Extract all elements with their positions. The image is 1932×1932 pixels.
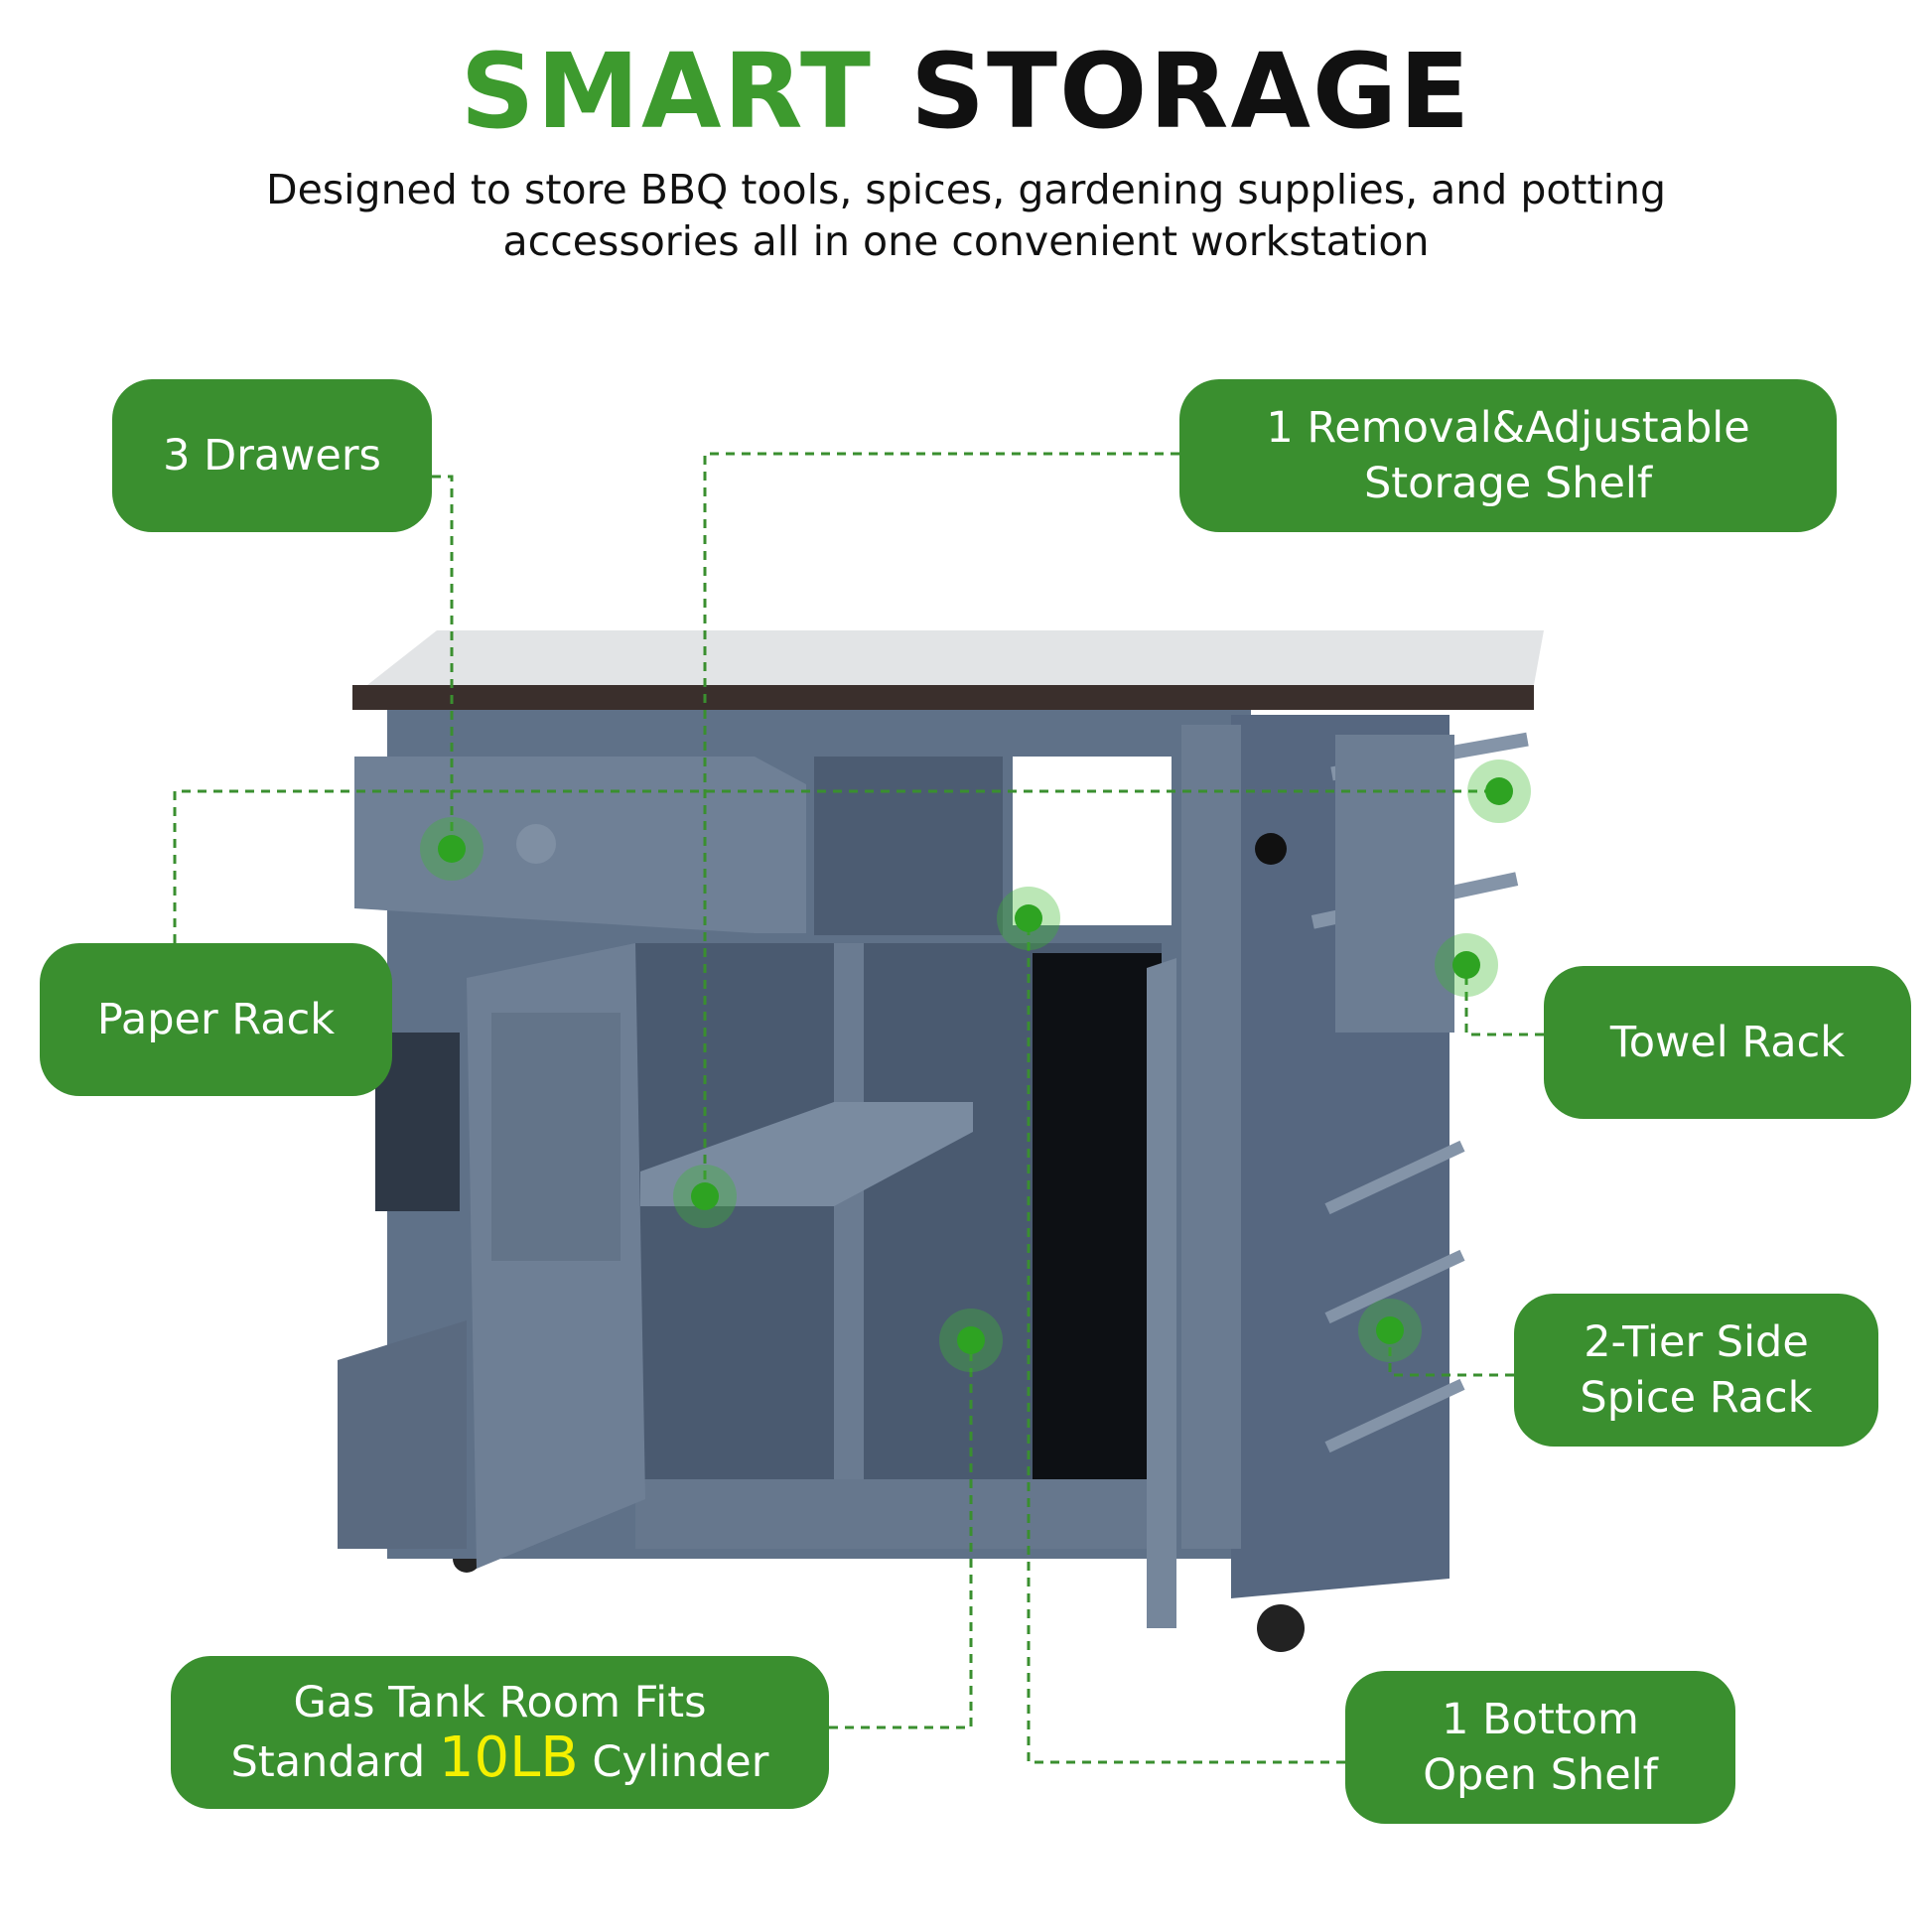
hotspot-spice-core — [1376, 1316, 1404, 1344]
callout-spice-rack-line1: 2-Tier Side — [1584, 1317, 1809, 1367]
towel-hanger-1 — [1335, 735, 1454, 874]
callout-gas-tank-post: Cylinder — [592, 1737, 769, 1787]
callout-spice-rack-line2: Spice Rack — [1580, 1373, 1813, 1423]
middle-shelf — [640, 1102, 973, 1206]
left-door-panel — [491, 1013, 621, 1261]
callout-3-drawers-text: 3 Drawers — [163, 431, 381, 481]
towel-hanger-2 — [1335, 874, 1454, 1033]
callout-storage-shelf: 1 Removal&Adjustable Storage Shelf — [1179, 379, 1837, 532]
leader-gas-tank — [829, 1340, 973, 1729]
drawer-knob — [516, 824, 556, 864]
hotspots — [420, 759, 1531, 1372]
spice-rail-3 — [1324, 1378, 1465, 1453]
top-cubby — [814, 757, 1003, 935]
spice-rail-1 — [1324, 1140, 1465, 1215]
top-drawer — [354, 757, 806, 933]
side-drawer-lower — [338, 1320, 467, 1549]
leader-shelf — [703, 452, 1179, 1196]
hotspot-drawers-core — [438, 835, 466, 863]
spice-rail-2 — [1324, 1249, 1465, 1324]
callout-gas-tank-pre: Standard — [230, 1737, 426, 1787]
hotspot-middle-shelf-core — [691, 1182, 719, 1210]
bottom-shelf — [635, 1479, 1162, 1549]
callout-bottom-shelf: 1 Bottom Open Shelf — [1345, 1671, 1735, 1824]
callout-bottom-shelf-line1: 1 Bottom — [1442, 1695, 1639, 1744]
callout-spice-rack: 2-Tier Side Spice Rack — [1514, 1294, 1878, 1447]
right-door — [1147, 958, 1176, 1628]
bottle-opener-icon — [1255, 833, 1287, 865]
hotspot-shelf-core — [1015, 904, 1042, 932]
callout-gas-tank: Gas Tank Room Fits Standard 10LB Cylinde… — [171, 1656, 829, 1809]
leader-lines — [173, 452, 1544, 1764]
callout-gas-tank-highlight: 10LB — [438, 1725, 579, 1790]
callout-gas-tank-line2: Standard 10LB Cylinder — [231, 1730, 769, 1790]
hotspot-paper-core — [1485, 777, 1513, 805]
leader-bottom-shelf — [1027, 918, 1345, 1764]
center-divider — [834, 943, 864, 1549]
hotspot-towel-core — [1452, 951, 1480, 979]
leader-paper-rack — [173, 789, 1499, 943]
callout-paper-rack-text: Paper Rack — [96, 995, 336, 1044]
title-dark-word: STORAGE — [910, 31, 1472, 152]
title-green-word: SMART — [460, 31, 873, 152]
subtitle-line-1: Designed to store BBQ tools, spices, gar… — [266, 166, 1666, 213]
page-subtitle: Designed to store BBQ tools, spices, gar… — [159, 164, 1773, 267]
subtitle-line-2: accessories all in one convenient workst… — [502, 217, 1430, 265]
callout-3-drawers: 3 Drawers — [112, 379, 432, 532]
hotspot-gas-core — [957, 1326, 985, 1354]
callout-towel-rack: Towel Rack — [1544, 966, 1911, 1119]
callout-storage-shelf-line2: Storage Shelf — [1364, 459, 1652, 508]
callout-towel-rack-text: Towel Rack — [1609, 1018, 1846, 1067]
callout-bottom-shelf-line2: Open Shelf — [1423, 1750, 1658, 1800]
top-edge — [352, 685, 1534, 710]
callout-storage-shelf-line1: 1 Removal&Adjustable — [1266, 403, 1750, 453]
page-title: SMART STORAGE — [0, 40, 1932, 143]
leader-drawers — [432, 475, 454, 849]
callout-paper-rack: Paper Rack — [40, 943, 392, 1096]
right-dark-interior — [1033, 953, 1162, 1529]
open-cubby — [1013, 757, 1172, 925]
right-column — [1181, 725, 1241, 1549]
callout-gas-tank-line1: Gas Tank Room Fits — [293, 1678, 707, 1727]
